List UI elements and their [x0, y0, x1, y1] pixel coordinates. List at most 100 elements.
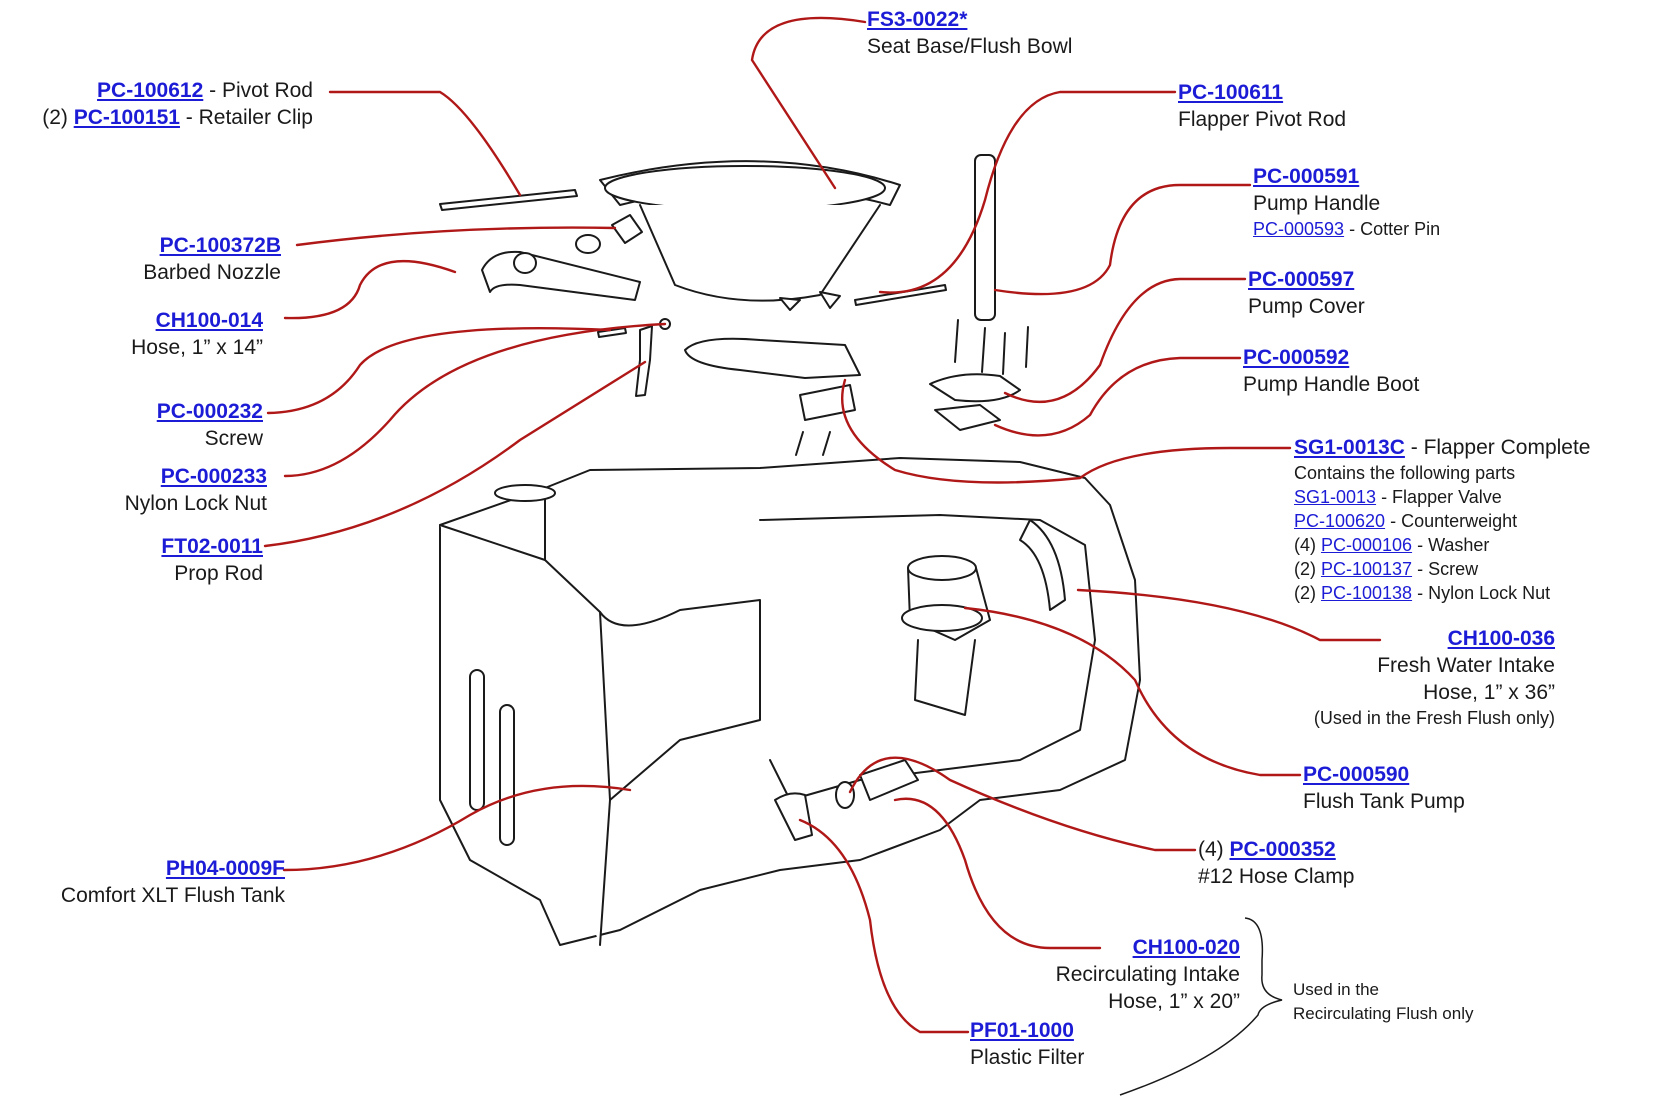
label-flapper-complete: SG1-0013C - Flapper Complete Contains th… [1294, 434, 1590, 605]
leader-nozzle [295, 226, 617, 247]
part-link-hose36[interactable]: CH100-036 [1447, 627, 1555, 650]
part-name-prop: Prop Rod [174, 562, 263, 585]
leader-filter [798, 818, 970, 1034]
part-link-boot[interactable]: PC-000592 [1243, 346, 1350, 369]
part-link-cotter-pin[interactable]: PC-000593 [1253, 219, 1345, 239]
label-pump: PC-000590 Flush Tank Pump [1303, 761, 1465, 815]
part-link-pivot-rod[interactable]: PC-100612 [97, 79, 204, 102]
qty-retailer-clip: (2) [42, 106, 74, 129]
hose14-drawing [481, 250, 641, 301]
label-nozzle: PC-100372B Barbed Nozzle [143, 232, 281, 286]
part-name-washer: - Washer [1412, 535, 1490, 555]
part-link-washer[interactable]: PC-000106 [1321, 535, 1413, 555]
part-link-hose14[interactable]: CH100-014 [155, 309, 263, 332]
part-name-flapper-screw: - Screw [1412, 559, 1479, 579]
part-name-nozzle: Barbed Nozzle [143, 261, 281, 284]
part-name-clamp: #12 Hose Clamp [1198, 865, 1355, 888]
leader-hose14 [283, 260, 457, 320]
part-link-flapper-valve[interactable]: SG1-0013 [1294, 487, 1377, 507]
part-name-counterweight: - Counterweight [1385, 511, 1518, 531]
part-link-pump[interactable]: PC-000590 [1303, 763, 1410, 786]
part-name-tank: Comfort XLT Flush Tank [60, 884, 285, 907]
pivot-rod-drawing [439, 189, 578, 211]
part-link-flapper-rod[interactable]: PC-100611 [1178, 81, 1284, 104]
label-tank: PH04-0009F Comfort XLT Flush Tank [61, 855, 285, 909]
label-pump-cover: PC-000597 Pump Cover [1248, 266, 1365, 320]
qty-flapper-nut: (2) [1294, 583, 1321, 603]
label-hose20: CH100-020 Recirculating Intake Hose, 1” … [1056, 934, 1240, 1015]
label-locknut: PC-000233 Nylon Lock Nut [125, 463, 267, 517]
label-screw: PC-000232 Screw [157, 398, 263, 452]
recirc-note-line2: Recirculating Flush only [1293, 1004, 1474, 1023]
leader-locknut [283, 322, 667, 478]
part-link-hose20[interactable]: CH100-020 [1132, 936, 1240, 959]
part-link-counterweight[interactable]: PC-100620 [1294, 511, 1386, 531]
leader-boot [993, 356, 1242, 437]
prop-rod-drawing [635, 325, 653, 397]
part-name-flapper-rod: Flapper Pivot Rod [1178, 108, 1347, 131]
part-link-tank[interactable]: PH04-0009F [165, 857, 285, 880]
part-name-cotter-pin: - Cotter Pin [1344, 219, 1441, 239]
recirc-brace [1119, 917, 1283, 1096]
leader-hose36 [1076, 588, 1382, 642]
label-pump-handle: PC-000591 Pump Handle PC-000593 - Cotter… [1253, 163, 1440, 241]
pump-handle-drawing [974, 154, 996, 321]
qty-clamp: (4) [1198, 838, 1230, 861]
part-name-pump-handle: Pump Handle [1253, 192, 1381, 215]
part-link-filter[interactable]: PF01-1000 [970, 1019, 1074, 1042]
part-link-flapper-nut[interactable]: PC-100138 [1321, 583, 1413, 603]
part-name-hose14: Hose, 1” x 14” [131, 336, 263, 359]
seat-base-drawing [599, 160, 901, 311]
leader-clamp [848, 756, 1197, 852]
part-name-hose20-1: Recirculating Intake [1055, 963, 1240, 986]
part-link-flapper-complete[interactable]: SG1-0013C [1294, 436, 1405, 459]
part-link-pump-cover[interactable]: PC-000597 [1248, 268, 1355, 291]
part-name-retailer-clip: - Retailer Clip [179, 106, 313, 129]
leader-fs3 [750, 16, 867, 190]
part-name-pump: Flush Tank Pump [1303, 790, 1465, 813]
part-name-pump-cover: Pump Cover [1248, 295, 1365, 318]
label-flapper-rod: PC-100611 Flapper Pivot Rod [1178, 79, 1346, 133]
label-pivot: PC-100612 - Pivot Rod (2) PC-100151 - Re… [42, 77, 313, 131]
part-link-nozzle[interactable]: PC-100372B [159, 234, 281, 257]
hose36-note: (Used in the Fresh Flush only) [1313, 708, 1555, 728]
leader-tank [282, 784, 632, 872]
part-link-clamp[interactable]: PC-000352 [1229, 838, 1336, 861]
label-boot: PC-000592 Pump Handle Boot [1243, 344, 1419, 398]
part-link-screw[interactable]: PC-000232 [156, 400, 263, 423]
flush-tank-drawing [439, 457, 1141, 946]
leader-screw [266, 326, 612, 415]
clamp-drawing [575, 234, 601, 254]
label-prop: FT02-0011 Prop Rod [161, 533, 263, 587]
part-link-flapper-screw[interactable]: PC-100137 [1321, 559, 1413, 579]
part-link-pump-handle[interactable]: PC-000591 [1253, 165, 1360, 188]
recirc-note-line1: Used in the [1293, 980, 1379, 999]
part-link-retailer-clip[interactable]: PC-100151 [73, 106, 180, 129]
screw-drawing [597, 327, 627, 338]
recirc-note: Used in the Recirculating Flush only [1293, 978, 1473, 1026]
part-link-prop[interactable]: FT02-0011 [161, 535, 263, 558]
part-link-fs3[interactable]: FS3-0022* [867, 8, 968, 31]
nozzle-drawing [611, 214, 643, 244]
leader-flapper-rod [878, 90, 1177, 294]
qty-flapper-screw: (2) [1294, 559, 1321, 579]
part-name-locknut: Nylon Lock Nut [124, 492, 267, 515]
part-name-hose20-2: Hose, 1” x 20” [1108, 990, 1240, 1013]
pump-cover-drawing [929, 373, 1021, 403]
label-clamp: (4) PC-000352 #12 Hose Clamp [1198, 836, 1354, 890]
part-link-locknut[interactable]: PC-000233 [160, 465, 267, 488]
part-name-filter: Plastic Filter [970, 1046, 1085, 1069]
part-name-flapper-valve: - Flapper Valve [1376, 487, 1502, 507]
boot-drawing [934, 404, 1001, 431]
label-hose14: CH100-014 Hose, 1” x 14” [131, 307, 263, 361]
part-name-fs3: Seat Base/Flush Bowl [867, 35, 1073, 58]
flapper-drawing [684, 337, 861, 379]
part-name-hose36-1: Fresh Water Intake [1377, 654, 1555, 677]
leader-flapper [840, 378, 1292, 484]
part-name-flapper-complete: - Flapper Complete [1404, 436, 1591, 459]
leader-pump [963, 606, 1302, 777]
leader-hose20 [893, 797, 1102, 950]
part-name-screw: Screw [204, 427, 263, 450]
leader-pivot [328, 90, 522, 197]
